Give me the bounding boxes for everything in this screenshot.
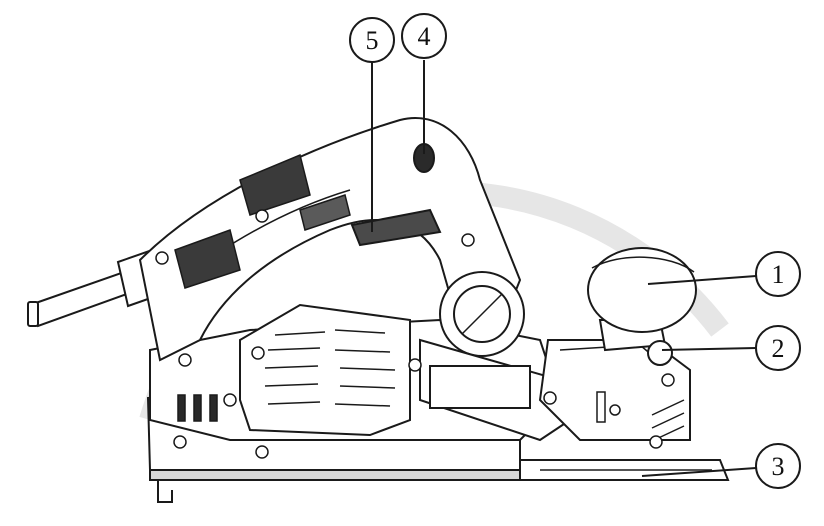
rear-vents <box>177 394 218 422</box>
callout-2: 2 <box>755 325 801 371</box>
vent-cover <box>239 303 411 437</box>
front-knob <box>538 247 697 441</box>
leader-lines <box>371 60 757 477</box>
trigger-switch <box>350 208 442 247</box>
callout-3: 3 <box>755 443 801 489</box>
callout-3-label: 3 <box>772 452 785 481</box>
screws <box>155 209 675 459</box>
grip-texture <box>174 153 351 289</box>
callout-5-label: 5 <box>366 26 379 55</box>
callout-4: 4 <box>401 13 447 59</box>
side-plate <box>419 338 572 442</box>
depth-indicator <box>647 340 673 366</box>
callout-2-label: 2 <box>772 334 785 363</box>
callout-5: 5 <box>349 17 395 63</box>
callout-4-label: 4 <box>418 22 431 51</box>
callout-1-label: 1 <box>772 260 785 289</box>
callout-1: 1 <box>755 251 801 297</box>
front-cylinder <box>439 271 525 357</box>
